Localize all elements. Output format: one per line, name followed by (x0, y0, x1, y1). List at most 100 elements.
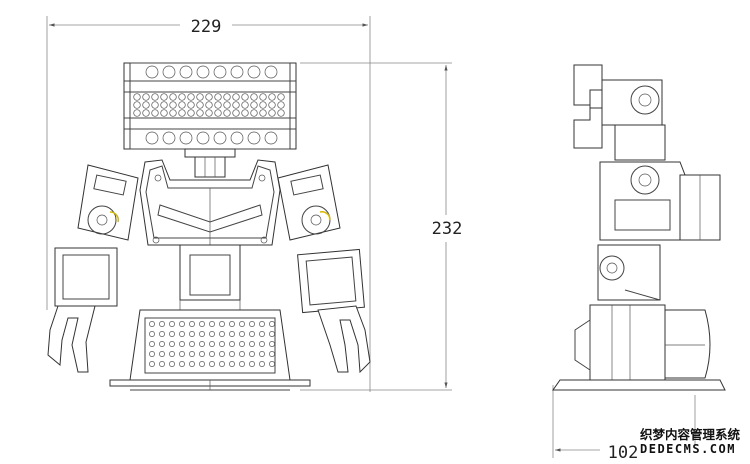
hole (213, 131, 227, 145)
hole (145, 131, 159, 145)
hole (178, 101, 186, 109)
hole (209, 341, 215, 347)
hole (169, 331, 175, 337)
hole (232, 101, 240, 109)
hole (269, 361, 275, 367)
hole (160, 109, 168, 117)
width-label: 229 (191, 17, 222, 37)
hole (223, 101, 231, 109)
hole (223, 93, 231, 101)
width-dimension: 229 (46, 16, 371, 392)
hole (249, 361, 255, 367)
hole (249, 351, 255, 357)
hole (214, 109, 222, 117)
hole (264, 65, 278, 79)
hole (149, 321, 155, 327)
hole (269, 341, 275, 347)
hole (169, 101, 177, 109)
hole (187, 101, 195, 109)
hole (247, 65, 261, 79)
hole (232, 109, 240, 117)
hole (205, 109, 213, 117)
hole (162, 131, 176, 145)
hole (159, 351, 165, 357)
hole (169, 351, 175, 357)
hole (162, 65, 176, 79)
hole (259, 351, 265, 357)
hole (189, 341, 195, 347)
side-leg (597, 244, 661, 301)
hole (199, 321, 205, 327)
hole (187, 93, 195, 101)
hole (169, 321, 175, 327)
hole (178, 93, 186, 101)
hole (268, 93, 276, 101)
hole (159, 361, 165, 367)
hole (259, 101, 267, 109)
hole (213, 65, 227, 79)
hole (142, 109, 150, 117)
hole (209, 321, 215, 327)
height-label: 232 (432, 219, 463, 239)
robot-neck (184, 148, 236, 178)
hole (230, 131, 244, 145)
hole (196, 65, 210, 79)
hole (264, 131, 278, 145)
watermark: 织梦内容管理系统 DEDECMS.COM (640, 427, 741, 457)
hole (205, 101, 213, 109)
hole (259, 109, 267, 117)
hole (241, 93, 249, 101)
hole (178, 109, 186, 117)
hole (209, 351, 215, 357)
watermark-line2: DEDECMS.COM (640, 442, 736, 456)
robot-head (123, 62, 297, 150)
hole (277, 93, 285, 101)
watermark-line1: 织梦内容管理系统 (640, 427, 741, 442)
hole (133, 109, 141, 117)
hole (133, 93, 141, 101)
hole (239, 331, 245, 337)
hole (259, 361, 265, 367)
hole (229, 351, 235, 357)
hole (199, 331, 205, 337)
hole (169, 361, 175, 367)
hole (250, 109, 258, 117)
hole (232, 93, 240, 101)
hole (199, 361, 205, 367)
hole (219, 351, 225, 357)
hole (149, 341, 155, 347)
hole (179, 341, 185, 347)
robot-hip-servo (179, 244, 241, 310)
robot-torso (139, 159, 281, 246)
hole (149, 361, 155, 367)
hole (187, 109, 195, 117)
hole (249, 331, 255, 337)
hole (239, 361, 245, 367)
hole (179, 351, 185, 357)
side-view (552, 64, 726, 391)
hole (277, 101, 285, 109)
hole (214, 101, 222, 109)
hole (229, 331, 235, 337)
hole (189, 361, 195, 367)
hole (149, 331, 155, 337)
hole (142, 93, 150, 101)
hole (223, 109, 231, 117)
hole (169, 109, 177, 117)
hole (229, 361, 235, 367)
hole (142, 101, 150, 109)
hole (277, 109, 285, 117)
front-view (47, 62, 371, 391)
side-head (573, 64, 666, 161)
hole (205, 93, 213, 101)
hole (159, 321, 165, 327)
hole (179, 321, 185, 327)
side-torso (599, 161, 721, 241)
depth-label: 102 (608, 443, 639, 463)
hole (199, 351, 205, 357)
hole (219, 331, 225, 337)
hole (160, 101, 168, 109)
depth-dimension: 102 (552, 385, 696, 463)
hole (151, 109, 159, 117)
